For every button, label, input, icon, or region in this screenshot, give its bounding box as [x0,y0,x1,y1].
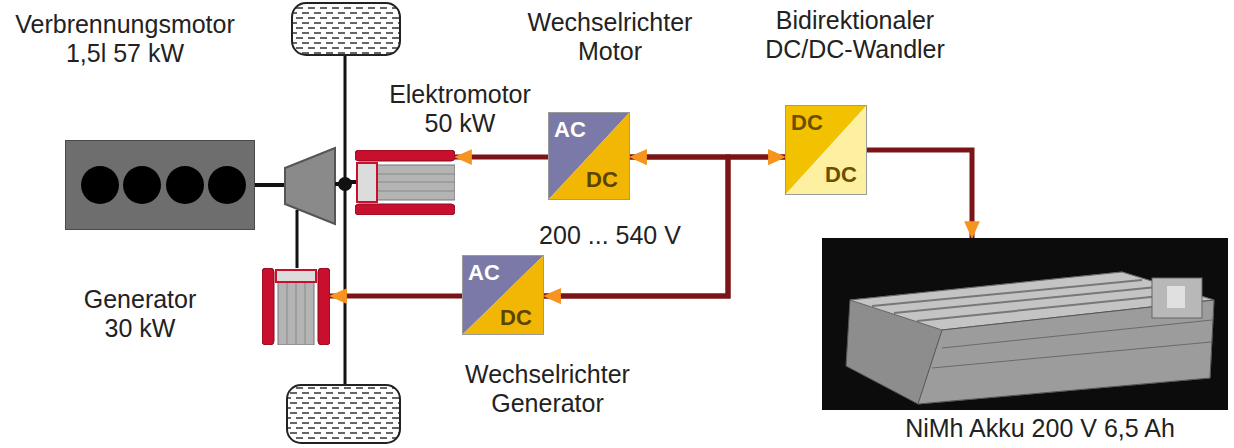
planetary-gear [285,148,335,224]
component-label: Wechselrichter Motor [520,8,700,67]
axle-joint [338,177,352,191]
power-line [455,155,548,160]
engine-block [65,140,255,230]
component-label: NiMh Akku 200 V 6,5 Ah [850,414,1230,443]
signal-tag: DC [500,306,532,330]
power-line [330,294,462,299]
signal-tag: DC [586,168,618,192]
signal-tag: DC [825,163,857,187]
converter-box: Bidirektionaler DC/DC-WandlerDCDC [785,105,867,195]
signal-tag: AC [468,261,500,285]
component-label: Bidirektionaler DC/DC-Wandler [755,6,955,65]
component-label: Wechselrichter Generator [455,360,640,419]
engine-shaft [255,183,287,187]
node-illustration [262,268,330,345]
engine-node: Verbrennungsmotor 1,5l 57 kW [65,140,255,230]
generator-shaft [296,210,299,268]
node-illustration [822,238,1228,410]
wheel [292,3,400,55]
inverter-box: ACDCWechselrichter Generator [462,255,544,335]
node-illustration [355,150,455,215]
axle [344,54,347,385]
component-label: Generator 30 kW [70,285,210,344]
power-line [867,150,972,238]
component-label: Elektromotor 50 kW [375,80,545,139]
battery-node: NiMh Akku 200 V 6,5 Ah [822,238,1228,410]
motor-node: Elektromotor 50 kW [355,150,455,215]
inverter-box: Wechselrichter MotorACDC [548,112,630,200]
component-label: Verbrennungsmotor 1,5l 57 kW [5,10,245,69]
node-illustration [65,140,255,230]
signal-tag: AC [554,118,586,142]
wheel [287,385,400,443]
voltage-label: 200 ... 540 V [520,221,700,250]
generator-node: Generator 30 kW [262,268,330,345]
signal-tag: DC [791,111,823,135]
